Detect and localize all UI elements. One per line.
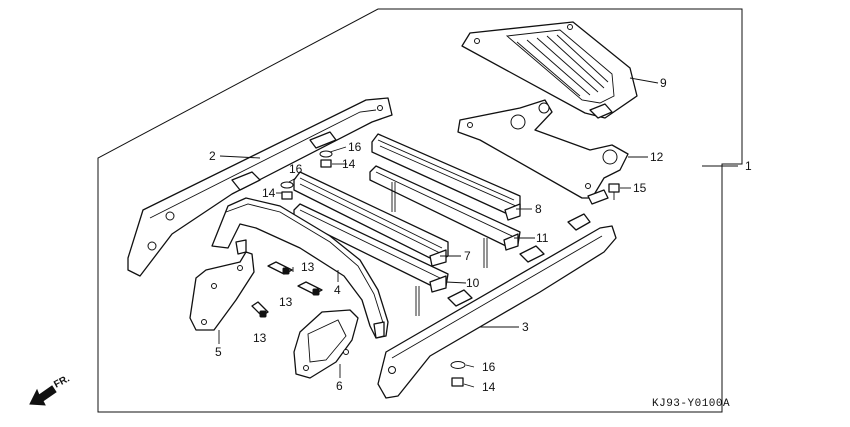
callout-10: 10 <box>466 276 480 290</box>
callout-2: 2 <box>209 149 216 163</box>
callout-11: 11 <box>536 231 549 245</box>
callout-4: 4 <box>334 283 341 297</box>
callout-13-middle: 13 <box>279 295 293 309</box>
part-10-lower-bar <box>293 203 449 316</box>
front-direction-arrow: FR. <box>29 373 72 406</box>
assembly-frame <box>97 8 743 413</box>
part-4-grab-arch <box>211 197 389 339</box>
callout-15: 15 <box>633 181 647 195</box>
callout-1: 1 <box>745 159 752 173</box>
callout-7: 7 <box>464 249 471 263</box>
part-8-rubber-bar <box>371 133 521 221</box>
callout-5: 5 <box>215 345 222 359</box>
callout-16-bottom: 16 <box>482 360 496 374</box>
callout-8: 8 <box>535 202 542 216</box>
callout-13-lower: 13 <box>253 331 267 345</box>
part-12-base-plate <box>457 99 629 205</box>
part-9-top-cover <box>461 21 638 119</box>
callout-6: 6 <box>336 379 343 393</box>
callout-16-upper: 16 <box>348 140 362 154</box>
callout-14-bottom: 14 <box>482 380 496 394</box>
callout-9: 9 <box>660 76 667 90</box>
part-3-right-rail <box>377 213 617 399</box>
callout-16-left: 16 <box>289 162 303 176</box>
part-2-left-rail <box>127 97 393 277</box>
diagram-code: KJ93-Y0100A <box>652 398 730 410</box>
callout-3: 3 <box>522 320 529 334</box>
leader-lines <box>218 77 738 388</box>
part-6-right-bracket <box>293 309 359 379</box>
callout-14-left: 14 <box>262 186 276 200</box>
fasteners <box>251 150 620 387</box>
part-5-left-bracket <box>189 251 255 331</box>
callout-12: 12 <box>650 150 664 164</box>
direction-label: FR. <box>52 373 72 390</box>
callout-13-top: 13 <box>301 260 315 274</box>
callout-14-upper: 14 <box>342 157 356 171</box>
